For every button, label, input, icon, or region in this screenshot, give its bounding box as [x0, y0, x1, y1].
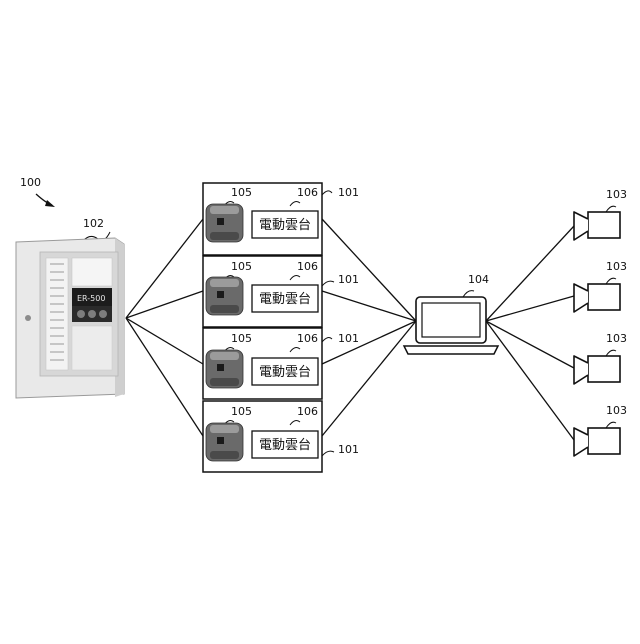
sensor-lens	[217, 291, 224, 298]
camera-lens	[574, 284, 588, 312]
panel-unit-wires	[126, 219, 203, 436]
wire-panel-unit-2	[126, 291, 203, 318]
sensor-lens	[217, 437, 224, 444]
panel-button-2	[88, 310, 96, 318]
ptz-label: 電動雲台	[259, 365, 311, 380]
wire-laptop-camera-4	[486, 321, 574, 440]
camera-lens	[574, 356, 588, 384]
wire-unit-3-laptop	[322, 321, 416, 364]
sensor-device	[206, 277, 243, 315]
indicator-column	[46, 258, 68, 370]
system-ref-group: 100	[20, 176, 55, 207]
system-ref-arrowhead	[45, 200, 55, 207]
laptop-camera-wires	[486, 226, 574, 440]
laptop-screen	[422, 303, 480, 337]
sensor-ref: 105	[231, 332, 252, 345]
camera-body	[588, 284, 620, 310]
cabinet-lock	[25, 315, 31, 321]
wire-panel-unit-3	[126, 318, 203, 364]
wire-laptop-camera-3	[486, 321, 574, 368]
panel-info-area	[72, 258, 112, 286]
wire-panel-unit-1	[126, 219, 203, 318]
unit-ref: 101	[338, 273, 359, 286]
ptz-label: 電動雲台	[259, 218, 311, 233]
ptz-ref: 106	[297, 186, 318, 199]
unit-ref: 101	[338, 186, 359, 199]
wire-unit-4-laptop	[322, 321, 416, 436]
camera-lens	[574, 212, 588, 240]
ptz-label: 電動雲台	[259, 438, 311, 453]
sensor-ref: 105	[231, 260, 252, 273]
laptop: 104	[404, 273, 498, 354]
unit-ref: 101	[338, 332, 359, 345]
ptz-ref: 106	[297, 332, 318, 345]
camera-ref: 103	[606, 260, 627, 273]
control-panel: 102 ER-500	[16, 217, 124, 398]
unit-1: 101 105 106 電動雲台	[203, 183, 359, 255]
camera-4: 103	[574, 404, 627, 456]
laptop-ref: 104	[468, 273, 489, 286]
camera-body	[588, 428, 620, 454]
panel-button-3	[99, 310, 107, 318]
unit-4: 101 105 106 電動雲台	[203, 401, 359, 472]
camera-ref: 103	[606, 404, 627, 417]
unit-laptop-wires	[322, 219, 416, 436]
system-ref: 100	[20, 176, 41, 189]
wire-panel-unit-4	[126, 318, 203, 436]
sensor-ref: 105	[231, 405, 252, 418]
sensor-device	[206, 204, 243, 242]
ptz-ref: 106	[297, 260, 318, 273]
wire-laptop-camera-2	[486, 296, 574, 321]
panel-display-text: ER-500	[77, 294, 105, 303]
camera-1: 103	[574, 188, 627, 240]
sensor-device	[206, 423, 243, 461]
camera-ref: 103	[606, 188, 627, 201]
control-panel-ref: 102	[83, 217, 104, 230]
camera-2: 103	[574, 260, 627, 312]
unit-2: 101 105 106 電動雲台	[203, 256, 359, 327]
camera-3: 103	[574, 332, 627, 384]
camera-lens	[574, 428, 588, 456]
camera-body	[588, 212, 620, 238]
wire-laptop-camera-1	[486, 226, 574, 321]
panel-button-1	[77, 310, 85, 318]
ptz-ref: 106	[297, 405, 318, 418]
ptz-label: 電動雲台	[259, 292, 311, 307]
unit-ref: 101	[338, 443, 359, 456]
camera-body	[588, 356, 620, 382]
sensor-lens	[217, 218, 224, 225]
sensor-lens	[217, 364, 224, 371]
sensor-ref: 105	[231, 186, 252, 199]
laptop-base	[404, 346, 498, 354]
unit-3: 101 105 106 電動雲台	[203, 328, 359, 399]
panel-lower-area	[72, 326, 112, 370]
camera-ref: 103	[606, 332, 627, 345]
sensor-device	[206, 350, 243, 388]
